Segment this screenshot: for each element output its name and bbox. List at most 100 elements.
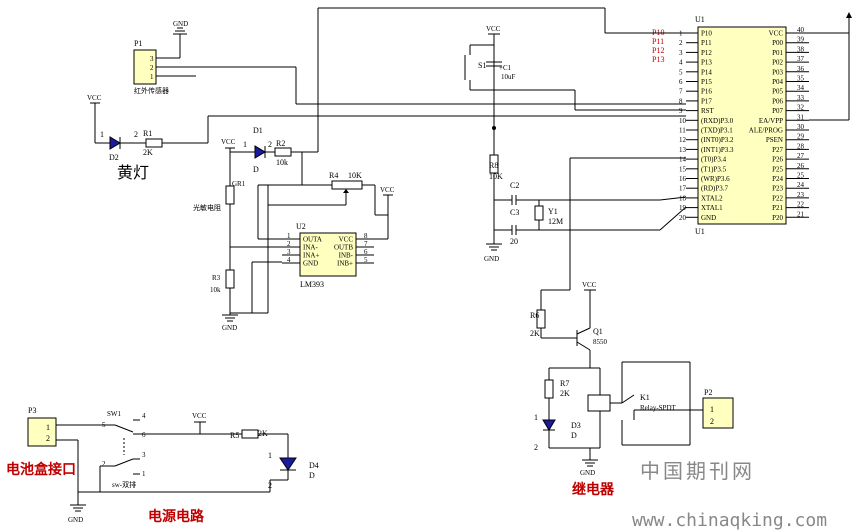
u1-pin-label: GND	[701, 214, 716, 222]
u1-pin-number: 29	[797, 133, 805, 141]
watermark-en: www.chinaqking.com	[632, 510, 827, 530]
u1-pin-label: P07	[772, 107, 783, 115]
u1-pin-number: 6	[679, 78, 683, 86]
u1-pin-number: 28	[797, 142, 805, 150]
u1-pin-label: P24	[772, 175, 783, 183]
u1-pin-number: 21	[797, 210, 805, 218]
u1-pin-number: 15	[679, 165, 687, 173]
u2-pin-label: INB+	[337, 260, 353, 268]
r8-label: R8	[489, 161, 498, 170]
u1-pin-label: (WR)P3.6	[701, 175, 730, 183]
d4-sub: D	[309, 471, 315, 480]
u1-pin-number: 32	[797, 104, 805, 112]
u1-pin-number: 40	[797, 26, 805, 34]
u1-pin-number: 26	[797, 162, 805, 170]
u1-pin-label: P03	[772, 68, 783, 76]
d3-pin2: 2	[534, 443, 538, 452]
u1-pin-number: 9	[679, 107, 683, 115]
u2-label: U2	[296, 222, 306, 231]
net-label-p12: P12	[652, 46, 664, 55]
r7-label: R7	[560, 379, 569, 388]
net-label-p13: P13	[652, 55, 664, 64]
u1-pin-number: 35	[797, 75, 805, 83]
r3-value: 10k	[210, 286, 221, 294]
watermark-cn: 中国期刊网	[640, 459, 755, 483]
u1-pin-label: (INT1)P3.3	[701, 146, 734, 154]
relay-title: 继电器	[572, 481, 615, 498]
u1-pin-number: 27	[797, 152, 805, 160]
r2-label: R2	[276, 139, 285, 148]
battery-title: 电池盒接口	[6, 461, 76, 478]
d1-pin2: 2	[268, 140, 272, 149]
d3-label: D3	[571, 421, 581, 430]
u1-pin-number: 20	[679, 214, 687, 222]
u1-right-pins: 40VCC39P0038P0137P0236P0335P0434P0533P06…	[749, 26, 809, 222]
p1-label: P1	[134, 39, 142, 48]
vcc-label-q1: VCC	[582, 281, 597, 289]
u1-pin-number: 39	[797, 36, 805, 44]
gnd-label-relay: GND	[580, 469, 595, 477]
y1-label: Y1	[548, 207, 558, 216]
u1-pin-label: VCC	[769, 30, 784, 38]
u1-pin-number: 5	[679, 68, 683, 76]
u2-pin-label: INA+	[303, 252, 319, 260]
c3-label: C3	[510, 208, 519, 217]
p1-pin2: 2	[150, 64, 154, 72]
d1-led-r2: VCC 1 2 D1 D R2 10k	[221, 126, 303, 185]
c1-value: 10uF	[501, 73, 516, 81]
vcc-label-d1: VCC	[221, 138, 236, 146]
gnd-label-r3: GND	[222, 324, 237, 332]
d2-label: D2	[109, 153, 119, 162]
u1-pin-label: XTAL2	[701, 194, 723, 202]
u1-label-bottom: U1	[695, 227, 705, 236]
u1-pin-number: 38	[797, 45, 805, 53]
r1-label: R1	[143, 129, 152, 138]
u2-pin-number: 1	[287, 232, 291, 240]
sw1-pin3: 3	[142, 451, 146, 459]
u2-chip: LM393	[300, 280, 324, 289]
p2-pin1: 1	[710, 405, 714, 414]
u2-pin-number: 8	[364, 232, 368, 240]
c1-label: +C1	[499, 64, 512, 72]
vcc-label-s1: VCC	[486, 25, 501, 33]
r6-value: 2K	[530, 329, 540, 338]
u2-pin-number: 4	[287, 256, 291, 264]
u1-right-bus	[809, 12, 852, 121]
u1-pin-number: 7	[679, 88, 683, 96]
u1-pin-label: P10	[701, 30, 712, 38]
sw1-pin2: 2	[102, 460, 106, 468]
r4-label: R4	[329, 171, 338, 180]
u2-pin-number: 7	[364, 240, 368, 248]
y1-value: 12M	[548, 217, 563, 226]
u1-pin-label: P02	[772, 59, 783, 67]
u1-pin-number: 36	[797, 65, 805, 73]
r8-value: 10K	[489, 172, 503, 181]
u1-pin-number: 10	[679, 117, 687, 125]
u1-pin-number: 8	[679, 97, 683, 105]
u1-pin-label: P22	[772, 194, 783, 202]
u1-pin-label: XTAL1	[701, 204, 723, 212]
power-circuit: P3 1 2 电池盒接口 GND SW1 5 4 6 2 3 1 sw-双排	[6, 406, 319, 525]
u2-pin-label: INA-	[303, 244, 318, 252]
u1-pin-label: P26	[772, 156, 783, 164]
p2-pin2: 2	[710, 417, 714, 426]
r6-label: R6	[530, 311, 539, 320]
u1-pin-number: 17	[679, 185, 687, 193]
d1-label: D1	[253, 126, 263, 135]
sw1-desc: sw-双排	[112, 480, 136, 489]
u1-pin-label: P20	[772, 214, 783, 222]
u1-pin-label: RST	[701, 107, 715, 115]
p1-pin1: 1	[150, 73, 154, 81]
k1-value: Relay-SPDT	[640, 404, 677, 412]
u1-pin-number: 37	[797, 55, 805, 63]
u2-pin-number: 3	[287, 248, 291, 256]
u1-pin-label: P11	[701, 39, 712, 47]
u1-pin-label: P06	[772, 97, 783, 105]
u1-pin-label: P05	[772, 88, 783, 96]
r1-value: 2K	[143, 148, 153, 157]
r5-label: R5	[230, 431, 239, 440]
u1-pin-number: 12	[679, 136, 687, 144]
u1-pin-label: P04	[772, 78, 783, 86]
